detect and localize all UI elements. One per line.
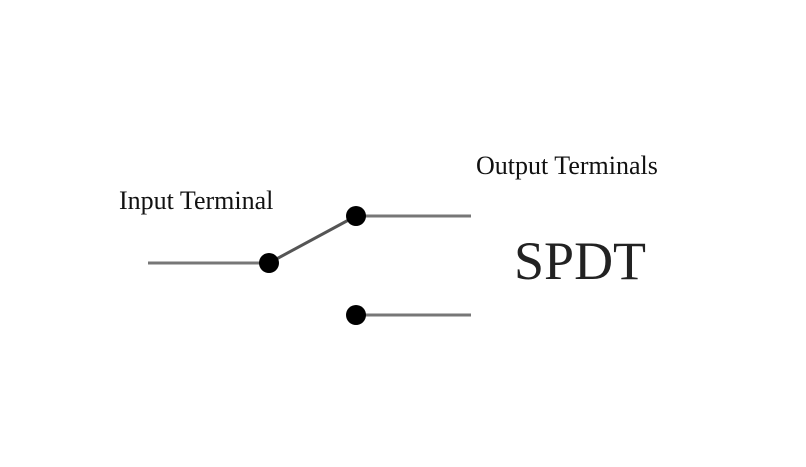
output-terminal-bottom-dot [346, 305, 366, 325]
input-terminal-label: Input Terminal [119, 186, 274, 215]
output-terminals-label: Output Terminals [476, 151, 658, 180]
spdt-title: SPDT [514, 231, 647, 291]
switch-arm [268, 214, 357, 265]
output-terminal-top-dot [346, 206, 366, 226]
input-terminal-dot [259, 253, 279, 273]
